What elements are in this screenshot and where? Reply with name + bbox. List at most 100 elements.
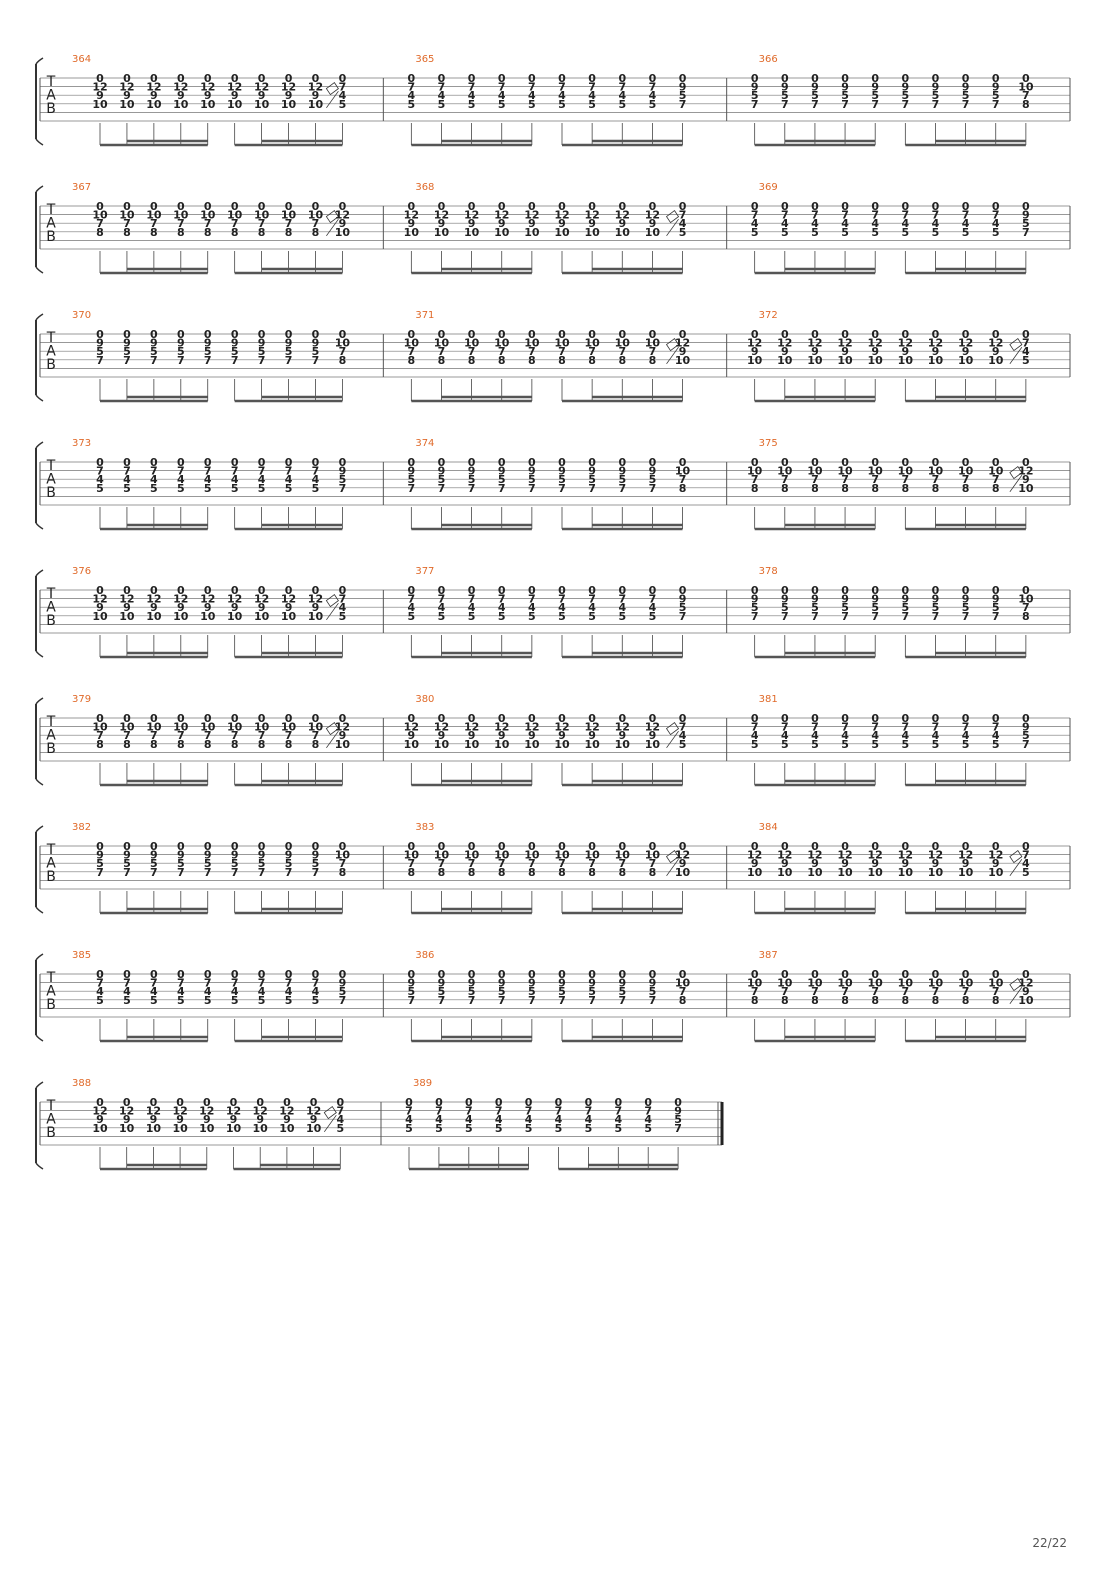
fret-number: 5 <box>811 226 819 239</box>
fret-number: 9 <box>751 81 759 94</box>
fret-number: 7 <box>312 977 320 990</box>
fret-number: 5 <box>618 610 626 623</box>
fret-number: 5 <box>438 985 446 998</box>
fret-number: 12 <box>308 81 323 94</box>
fret-number: 8 <box>438 354 446 367</box>
fret-number: 8 <box>588 866 596 879</box>
fret-number: 9 <box>123 89 131 102</box>
fret-number: 9 <box>528 217 536 230</box>
fret-number: 7 <box>1022 601 1030 614</box>
fret-number: 8 <box>258 738 266 751</box>
tab-clef-letter: A <box>46 88 56 104</box>
fret-number: 12 <box>464 721 479 734</box>
fret-number: 5 <box>555 1122 563 1135</box>
slide-line <box>1009 474 1023 493</box>
fret-number: 12 <box>200 593 215 606</box>
fret-number: 9 <box>123 1113 131 1126</box>
fret-number: 5 <box>871 226 879 239</box>
fret-number: 9 <box>649 977 657 990</box>
fret-number: 0 <box>558 72 566 85</box>
slide-ornament <box>1009 466 1023 480</box>
fret-number: 12 <box>254 81 269 94</box>
fret-number: 12 <box>898 337 913 350</box>
measure-number: 367 <box>72 182 91 193</box>
fret-number: 0 <box>781 840 789 853</box>
fret-number: 12 <box>524 209 539 222</box>
fret-number: 10 <box>554 226 570 239</box>
fret-number: 7 <box>781 985 789 998</box>
fret-number: 7 <box>528 994 536 1007</box>
fret-number: 4 <box>1022 345 1030 358</box>
fret-number: 4 <box>902 217 910 230</box>
fret-number: 9 <box>339 217 347 230</box>
fret-number: 7 <box>932 473 940 486</box>
fret-number: 5 <box>932 601 940 614</box>
fret-number: 10 <box>200 98 216 111</box>
fret-number: 5 <box>258 857 266 870</box>
fret-number: 0 <box>1022 456 1030 469</box>
fret-number: 9 <box>932 81 940 94</box>
fret-number: 4 <box>495 1113 503 1126</box>
fret-number: 10 <box>281 610 297 623</box>
fret-number: 4 <box>618 601 626 614</box>
slide-line <box>323 1114 337 1133</box>
fret-number: 9 <box>339 977 347 990</box>
fret-number: 0 <box>468 72 476 85</box>
fret-number: 10 <box>146 1122 162 1135</box>
fret-number: 12 <box>308 593 323 606</box>
fret-number: 5 <box>992 89 1000 102</box>
fret-number: 0 <box>312 712 320 725</box>
fret-number: 7 <box>339 994 347 1007</box>
fret-number: 7 <box>558 482 566 495</box>
fret-number: 9 <box>871 345 879 358</box>
fret-number: 0 <box>408 584 416 597</box>
fret-number: 0 <box>679 72 687 85</box>
fret-number: 0 <box>468 968 476 981</box>
fret-number: 7 <box>811 473 819 486</box>
fret-number: 5 <box>312 857 320 870</box>
fret-number: 7 <box>408 593 416 606</box>
fret-number: 0 <box>438 968 446 981</box>
fret-number: 7 <box>781 209 789 222</box>
fret-number: 4 <box>618 89 626 102</box>
fret-number: 7 <box>649 482 657 495</box>
fret-number: 5 <box>204 482 212 495</box>
fret-number: 7 <box>679 721 687 734</box>
fret-number: 10 <box>227 98 243 111</box>
fret-number: 5 <box>558 98 566 111</box>
fret-number: 0 <box>468 200 476 213</box>
tab-clef-letter: B <box>46 613 56 629</box>
fret-number: 7 <box>150 866 158 879</box>
fret-number: 7 <box>96 465 104 478</box>
fret-number: 0 <box>150 712 158 725</box>
fret-number: 8 <box>498 354 506 367</box>
fret-number: 7 <box>231 977 239 990</box>
fret-number: 0 <box>679 968 687 981</box>
fret-number: 0 <box>679 584 687 597</box>
fret-number: 0 <box>408 72 416 85</box>
fret-number: 5 <box>902 738 910 751</box>
fret-number: 7 <box>285 465 293 478</box>
measure-number: 374 <box>415 438 434 449</box>
fret-number: 7 <box>992 98 1000 111</box>
fret-number: 0 <box>123 1096 131 1109</box>
fret-number: 0 <box>558 712 566 725</box>
fret-number: 0 <box>408 328 416 341</box>
fret-number: 0 <box>585 1096 593 1109</box>
fret-number: 0 <box>674 1096 682 1109</box>
fret-number: 4 <box>962 217 970 230</box>
fret-number: 5 <box>408 985 416 998</box>
fret-number: 9 <box>1022 209 1030 222</box>
fret-number: 7 <box>751 610 759 623</box>
fret-number: 7 <box>558 857 566 870</box>
fret-number: 10 <box>335 226 351 239</box>
fret-number: 4 <box>962 729 970 742</box>
slide-ornament <box>665 210 680 224</box>
fret-number: 10 <box>928 977 944 990</box>
tab-clef-letter: A <box>46 728 56 744</box>
fret-number: 5 <box>468 473 476 486</box>
fret-number: 0 <box>1022 712 1030 725</box>
fret-number: 0 <box>679 200 687 213</box>
fret-number: 0 <box>528 72 536 85</box>
fret-number: 12 <box>554 721 569 734</box>
